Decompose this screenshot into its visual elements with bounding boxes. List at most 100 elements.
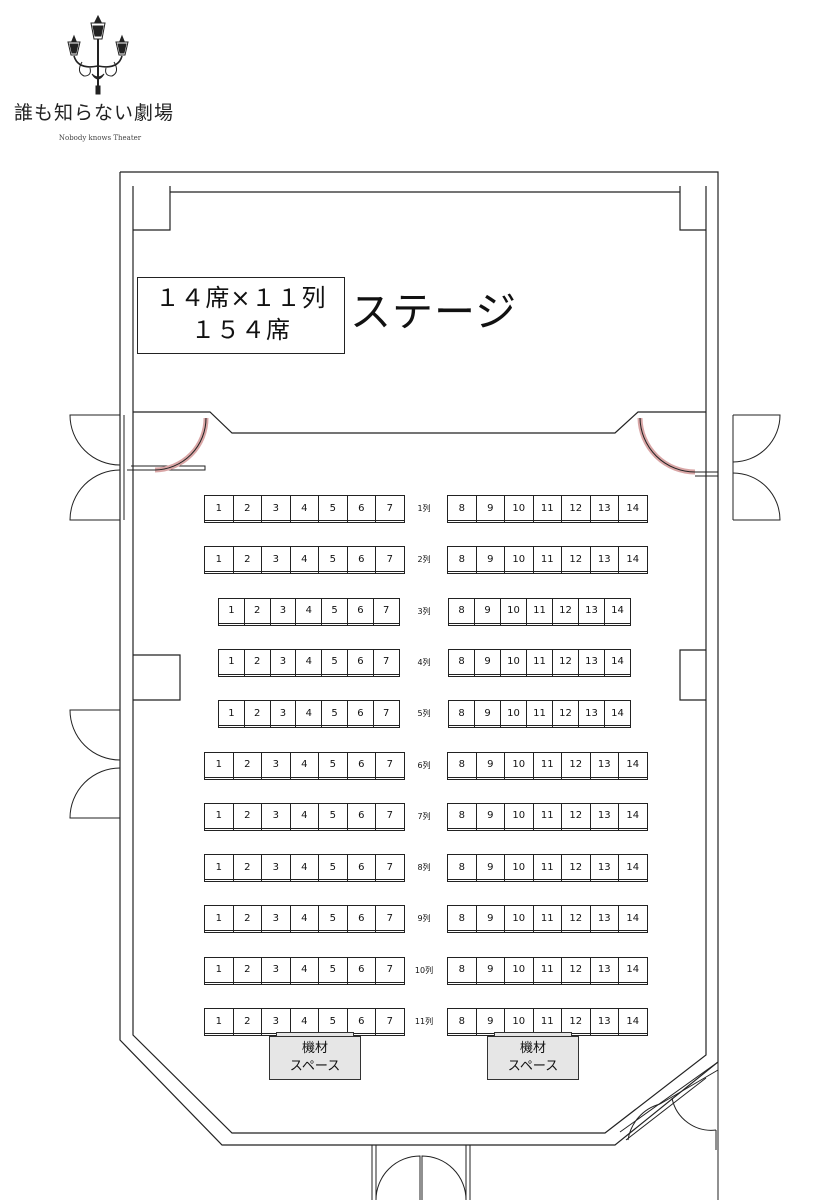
seat[interactable]: 4 — [295, 648, 323, 675]
seat[interactable]: 14 — [618, 546, 648, 573]
seat[interactable]: 7 — [375, 546, 405, 573]
seat[interactable]: 5 — [318, 751, 348, 778]
seat[interactable]: 9 — [474, 700, 501, 727]
seat[interactable]: 1 — [218, 648, 245, 675]
seat[interactable]: 11 — [532, 956, 562, 983]
seat[interactable]: 6 — [346, 905, 376, 932]
seat[interactable]: 14 — [618, 802, 648, 829]
seat[interactable]: 1 — [218, 700, 245, 727]
seat[interactable]: 3 — [261, 751, 291, 778]
seat[interactable]: 10 — [504, 495, 534, 521]
seat[interactable]: 5 — [318, 905, 348, 932]
seat[interactable]: 3 — [269, 597, 297, 624]
seat[interactable]: 2 — [232, 956, 262, 983]
seat[interactable]: 13 — [589, 854, 619, 881]
seat[interactable]: 10 — [504, 956, 534, 983]
seat[interactable]: 3 — [269, 648, 297, 675]
seat[interactable]: 12 — [561, 495, 591, 521]
seat[interactable]: 10 — [504, 1008, 534, 1034]
seat[interactable]: 2 — [232, 1008, 262, 1034]
seat[interactable]: 12 — [561, 1008, 591, 1034]
seat[interactable]: 7 — [375, 854, 405, 881]
seat[interactable]: 7 — [375, 802, 405, 829]
seat[interactable]: 10 — [500, 648, 527, 675]
seat[interactable]: 14 — [618, 751, 648, 778]
seat[interactable]: 7 — [372, 700, 400, 727]
seat[interactable]: 11 — [526, 700, 553, 727]
seat[interactable]: 6 — [346, 956, 376, 983]
seat[interactable]: 8 — [447, 495, 477, 521]
seat[interactable]: 14 — [618, 495, 648, 521]
seat[interactable]: 6 — [346, 1008, 376, 1034]
seat[interactable]: 10 — [504, 751, 534, 778]
seat[interactable]: 7 — [375, 956, 405, 983]
seat[interactable]: 4 — [289, 751, 319, 778]
seat[interactable]: 2 — [232, 751, 262, 778]
seat[interactable]: 12 — [561, 751, 591, 778]
seat[interactable]: 12 — [552, 700, 579, 727]
seat[interactable]: 5 — [318, 1008, 348, 1034]
seat[interactable]: 1 — [204, 751, 234, 778]
seat[interactable]: 7 — [372, 597, 400, 624]
seat[interactable]: 14 — [604, 648, 631, 675]
seat[interactable]: 1 — [204, 802, 234, 829]
seat[interactable]: 5 — [318, 495, 348, 521]
seat[interactable]: 10 — [500, 700, 527, 727]
seat[interactable]: 1 — [218, 597, 245, 624]
seat[interactable]: 14 — [618, 905, 648, 932]
seat[interactable]: 11 — [526, 648, 553, 675]
seat[interactable]: 8 — [447, 802, 477, 829]
seat[interactable]: 11 — [532, 802, 562, 829]
seat[interactable]: 3 — [261, 495, 291, 521]
seat[interactable]: 9 — [475, 802, 505, 829]
seat[interactable]: 13 — [589, 956, 619, 983]
seat[interactable]: 6 — [346, 802, 376, 829]
seat[interactable]: 13 — [589, 495, 619, 521]
seat[interactable]: 7 — [375, 495, 405, 521]
seat[interactable]: 13 — [589, 905, 619, 932]
seat[interactable]: 12 — [561, 956, 591, 983]
seat[interactable]: 13 — [589, 1008, 619, 1034]
seat[interactable]: 10 — [504, 802, 534, 829]
seat[interactable]: 7 — [372, 648, 400, 675]
seat[interactable]: 12 — [552, 648, 579, 675]
seat[interactable]: 12 — [561, 546, 591, 573]
seat[interactable]: 6 — [347, 597, 374, 624]
seat[interactable]: 1 — [204, 854, 234, 881]
seat[interactable]: 10 — [504, 546, 534, 573]
seat[interactable]: 10 — [504, 905, 534, 932]
seat[interactable]: 1 — [204, 546, 234, 573]
seat[interactable]: 6 — [347, 700, 374, 727]
seat[interactable]: 7 — [375, 1008, 405, 1034]
seat[interactable]: 10 — [500, 597, 527, 624]
seat[interactable]: 13 — [578, 648, 605, 675]
seat[interactable]: 13 — [589, 546, 619, 573]
seat[interactable]: 9 — [475, 854, 505, 881]
seat[interactable]: 6 — [346, 854, 376, 881]
seat[interactable]: 8 — [448, 648, 475, 675]
seat[interactable]: 8 — [448, 700, 475, 727]
seat[interactable]: 9 — [475, 905, 505, 932]
seat[interactable]: 4 — [295, 597, 323, 624]
seat[interactable]: 4 — [289, 905, 319, 932]
seat[interactable]: 2 — [243, 700, 271, 727]
seat[interactable]: 1 — [204, 1008, 234, 1034]
seat[interactable]: 9 — [475, 751, 505, 778]
seat[interactable]: 11 — [532, 546, 562, 573]
seat[interactable]: 5 — [318, 546, 348, 573]
seat[interactable]: 2 — [243, 597, 271, 624]
seat[interactable]: 12 — [561, 854, 591, 881]
seat[interactable]: 2 — [232, 495, 262, 521]
seat[interactable]: 11 — [532, 751, 562, 778]
seat[interactable]: 11 — [532, 1008, 562, 1034]
seat[interactable]: 11 — [532, 495, 562, 521]
seat[interactable]: 12 — [552, 597, 579, 624]
seat[interactable]: 2 — [232, 802, 262, 829]
seat[interactable]: 6 — [346, 495, 376, 521]
seat[interactable]: 8 — [448, 597, 475, 624]
seat[interactable]: 7 — [375, 751, 405, 778]
seat[interactable]: 12 — [561, 905, 591, 932]
seat[interactable]: 14 — [604, 597, 631, 624]
seat[interactable]: 8 — [447, 956, 477, 983]
seat[interactable]: 9 — [475, 495, 505, 521]
